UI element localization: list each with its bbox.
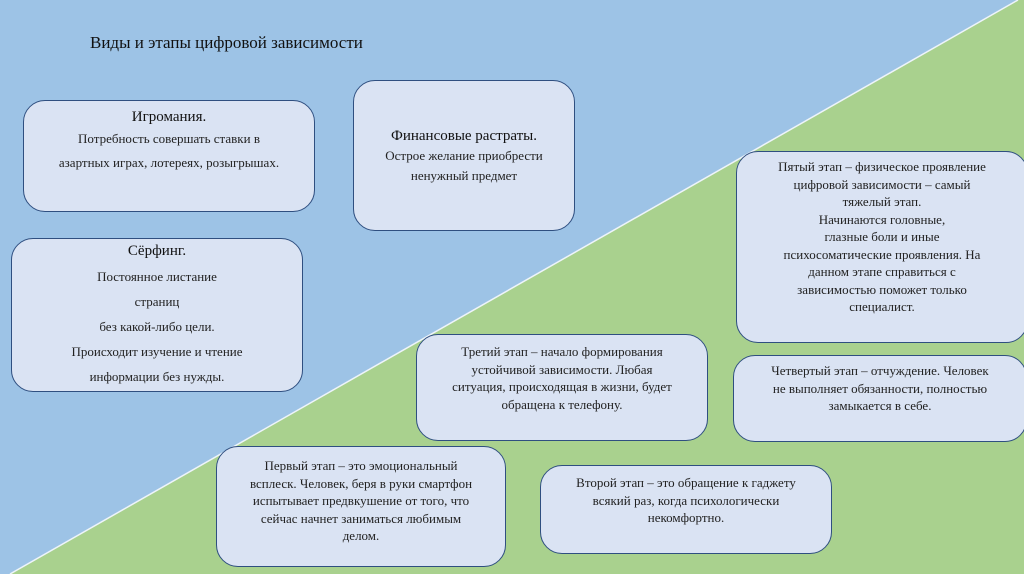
stage-text: устойчивой зависимости. Любая — [471, 361, 653, 377]
stage-box-4: Четвертый этап – отчуждение. Человек не … — [733, 355, 1024, 442]
type-text: ненужный предмет — [410, 168, 518, 183]
stage-text: Второй этап – это обращение к гаджету — [576, 475, 796, 490]
type-text: Острое желание приобрести — [385, 148, 543, 163]
type-heading: Сёрфинг. — [127, 243, 187, 259]
stage-text: ситуация, происходящая в жизни, будет — [452, 379, 672, 394]
type-text: Постоянное листание — [97, 269, 217, 284]
type-box-surfing: Сёрфинг. Постоянное листание страниц без… — [11, 238, 303, 392]
stage-text: Четвертый этап – отчуждение. Человек — [771, 363, 989, 378]
stage-text: Пятый этап – физическое проявление — [778, 159, 986, 174]
stage-text: всякий раз, когда психологически — [592, 492, 780, 508]
stage-text: сейчас начнет заниматься любимым — [260, 510, 462, 526]
stage-text: не выполняет обязанности, полностью — [772, 380, 988, 396]
stage-text: Первый этап – это эмоциональный — [264, 458, 458, 473]
stage-text: цифровой зависимости – самый — [793, 176, 971, 192]
type-text: информации без нужды. — [89, 369, 225, 384]
type-text: азартных играх, лотереях, розыгрышах. — [58, 155, 280, 170]
stage-text: испытывает предвкушение от того, что — [252, 493, 470, 508]
stage-text: делом. — [342, 528, 380, 543]
stage-box-2: Второй этап – это обращение к гаджету вс… — [540, 465, 832, 554]
stage-text: специалист. — [849, 299, 915, 314]
type-text: страниц — [134, 294, 180, 309]
type-text: Происходит изучение и чтение — [71, 344, 243, 359]
type-heading: Финансовые растраты. — [390, 128, 538, 144]
stage-text: данном этапе справиться с — [808, 264, 956, 279]
stage-text: психосоматические проявления. На — [783, 246, 981, 262]
stage-text: замыкается в себе. — [828, 398, 932, 413]
type-text: без какой-либо цели. — [99, 319, 215, 334]
type-text: Потребность совершать ставки в — [78, 131, 260, 146]
stage-text: всплеск. Человек, беря в руки смартфон — [249, 475, 473, 491]
slide-title: Виды и этапы цифровой зависимости — [90, 33, 363, 52]
stage-box-3: Третий этап – начало формирования устойч… — [416, 334, 708, 441]
stage-text: Начинаются головные, — [818, 211, 946, 227]
stage-text: глазные боли и иные — [824, 229, 940, 244]
type-heading: Игромания. — [131, 109, 207, 125]
type-box-financial: Финансовые растраты. Острое желание прио… — [353, 80, 575, 231]
stage-text: обращена к телефону. — [501, 396, 623, 412]
diagonal-divider — [9, 0, 1019, 574]
type-box-gambling: Игромания. Потребность совершать ставки … — [23, 100, 315, 212]
stage-box-5: Пятый этап – физическое проявление цифро… — [736, 151, 1024, 343]
stage-text: зависимостью поможет только — [797, 281, 967, 297]
stage-text: тяжелый этап. — [842, 194, 922, 209]
stage-box-1: Первый этап – это эмоциональный всплеск.… — [216, 446, 506, 567]
stage-text: некомфортно. — [647, 510, 725, 525]
stage-text: Третий этап – начало формирования — [461, 344, 663, 359]
